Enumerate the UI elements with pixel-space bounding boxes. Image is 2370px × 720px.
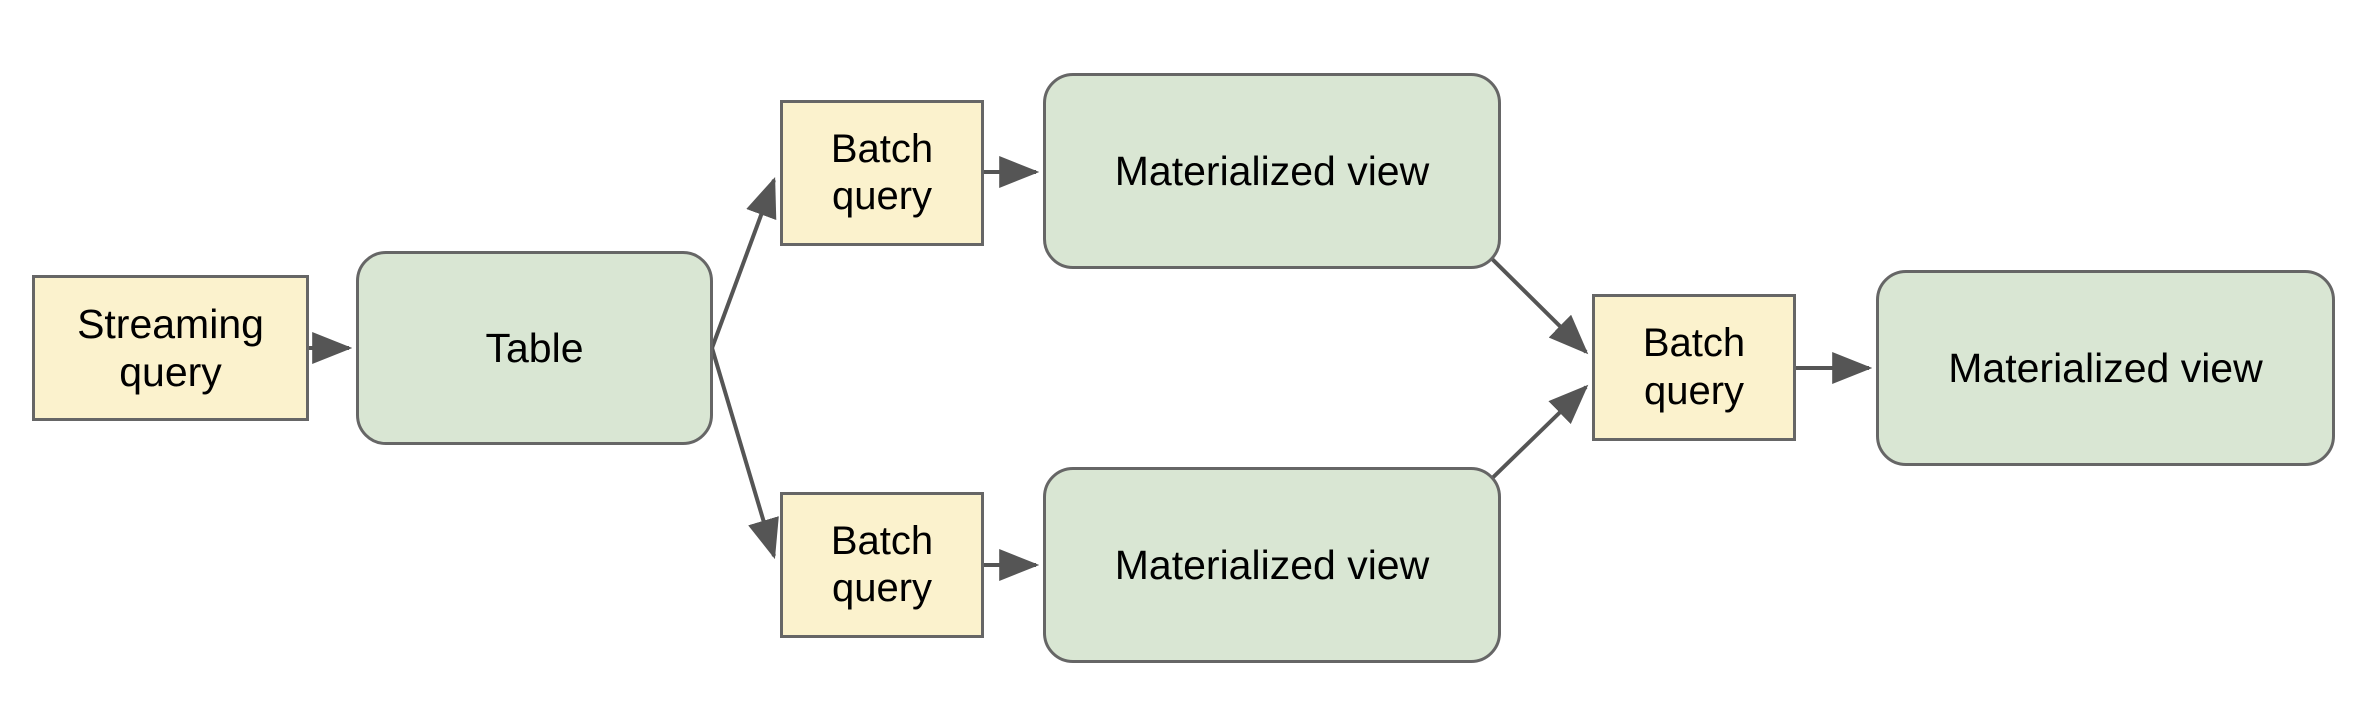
node-batch-query-merge[interactable]: Batch query bbox=[1592, 294, 1796, 441]
node-batch-query-top-label: Batch query bbox=[830, 126, 934, 218]
node-streaming-query[interactable]: Streaming query bbox=[32, 275, 309, 421]
node-streaming-query-label: Streaming query bbox=[77, 300, 264, 395]
node-materialized-view-bottom-label: Materialized view bbox=[1114, 541, 1430, 588]
node-materialized-view-top[interactable]: Materialized view bbox=[1043, 73, 1501, 269]
node-batch-query-bottom-label: Batch query bbox=[830, 518, 934, 610]
node-table[interactable]: Table bbox=[356, 251, 713, 445]
node-materialized-view-final-label: Materialized view bbox=[1948, 344, 2263, 391]
node-materialized-view-top-label: Materialized view bbox=[1114, 147, 1430, 194]
node-table-label: Table bbox=[485, 324, 584, 371]
node-batch-query-bottom[interactable]: Batch query bbox=[780, 492, 984, 638]
edge-materialized-view-bottom-to-batch-query-merge bbox=[1478, 384, 1589, 492]
edge-table-to-batch-query-bottom bbox=[710, 347, 779, 560]
edge-materialized-view-top-to-batch-query-merge bbox=[1478, 245, 1589, 355]
node-batch-query-merge-label: Batch query bbox=[1642, 321, 1746, 413]
node-materialized-view-bottom[interactable]: Materialized view bbox=[1043, 467, 1501, 663]
node-materialized-view-final[interactable]: Materialized view bbox=[1876, 270, 2335, 466]
edge-table-to-batch-query-top bbox=[710, 176, 777, 349]
node-batch-query-top[interactable]: Batch query bbox=[780, 100, 984, 246]
